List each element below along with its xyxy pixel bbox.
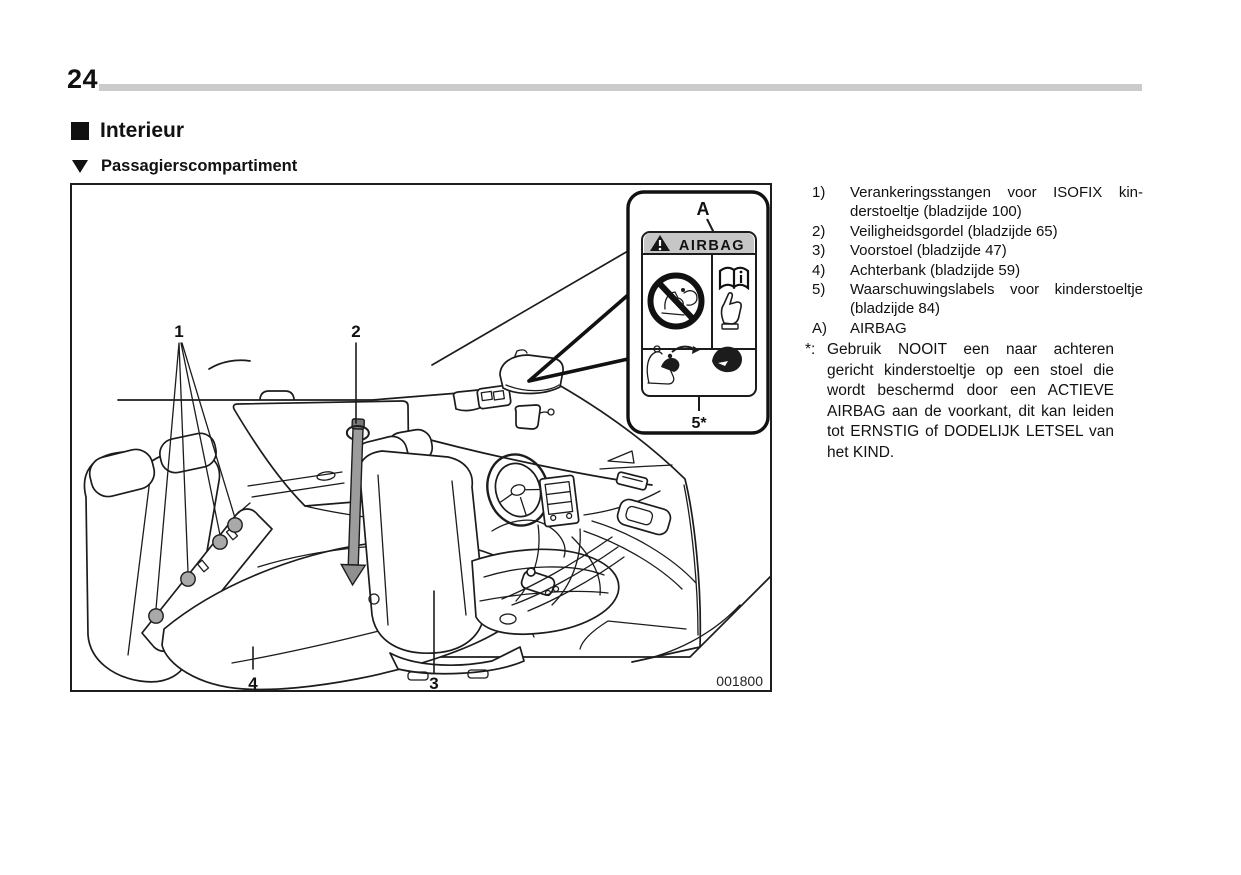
header-rule: [99, 84, 1142, 91]
rearview-mirror: [514, 404, 542, 430]
airbag-warning-label: AIRBAG: [641, 231, 757, 432]
footnote-marker: *:: [805, 341, 816, 359]
legend-item-number: 5): [812, 281, 826, 299]
legend-item-number: 1): [812, 184, 826, 201]
legend-item-text: AIRBAG: [850, 319, 907, 337]
page-number: 24: [67, 64, 99, 94]
section-heading: Interieur: [71, 119, 184, 143]
legend-item: 5) Waarschuwingslabels voor kinderstoelt…: [805, 280, 1145, 319]
mirror-tweeter: [607, 450, 635, 464]
legend-item-text: Verankeringsstangen voor ISOFIX kin­ders…: [850, 184, 1143, 221]
legend-item: 4) Achterbank (bladzijde 59): [805, 261, 1145, 280]
interior-diagram: A AIRBAG: [83, 190, 770, 690]
callout-4: 4: [248, 674, 258, 690]
legend: 1) Verankeringsstangen voor ISOFIX kin­d…: [805, 183, 1145, 463]
inset-warning-box: A AIRBAG: [626, 190, 770, 435]
legend-item-number: 4): [812, 261, 826, 279]
seatbelt: [340, 418, 370, 587]
callout-a: A: [697, 199, 710, 219]
isofix-anchors: [148, 342, 243, 624]
legend-item: 1) Verankeringsstangen voor ISOFIX kin­d…: [805, 183, 1145, 222]
gear-shifter: [526, 567, 536, 577]
callout-1: 1: [174, 322, 183, 341]
childseat-airbag-pictogram: [646, 345, 742, 385]
center-console: [515, 524, 581, 606]
belt-arrowhead: [340, 563, 367, 587]
subsection-heading: Passagierscompartiment: [72, 157, 297, 176]
legend-item: A) AIRBAG: [805, 319, 1145, 338]
section-title: Interieur: [100, 119, 185, 142]
subsection-title: Passagierscompartiment: [101, 157, 298, 175]
no-rearfacing-childseat-icon: [647, 272, 705, 330]
infotainment-screen: [538, 474, 580, 528]
legend-item-number: 3): [812, 242, 826, 260]
inset-pointer-arrow: [527, 293, 630, 383]
legend-item: 3) Voorstoel (bladzijde 47): [805, 241, 1145, 260]
callout-5: 5*: [691, 415, 707, 432]
triangle-bullet-icon: [72, 160, 88, 173]
legend-item: 2) Veiligheidsgordel (bladzijde 65): [805, 222, 1145, 241]
footnote-text: Gebruik NOOIT een naar achteren gericht …: [827, 341, 1114, 461]
callout-lines: [252, 342, 435, 674]
legend-item-text: Voorstoel (bladzijde 47): [850, 242, 1007, 260]
front-door-panel: [501, 450, 699, 650]
callout-3: 3: [429, 674, 438, 690]
footnote: *: Gebruik NOOIT een naar achteren geric…: [805, 340, 1145, 463]
figure-frame: A AIRBAG: [70, 183, 772, 692]
square-bullet-icon: [71, 122, 89, 140]
dash-vent: [615, 471, 649, 491]
airbag-label-title: AIRBAG: [679, 238, 745, 254]
legend-item-number: 2): [812, 222, 826, 240]
legend-item-number: A): [812, 319, 827, 337]
owners-manual-icon: [718, 266, 750, 291]
overhead-console: [476, 384, 512, 410]
figure-code: 001800: [716, 673, 763, 689]
callout-2: 2: [351, 322, 360, 341]
legend-item-text: Veiligheidsgordel (bladzijde 65): [850, 222, 1058, 240]
label-header-band: [644, 233, 754, 253]
pointing-hand-icon: [720, 291, 742, 330]
door-armrest: [616, 498, 672, 536]
headliner: [452, 349, 564, 430]
legend-item-text: Waarschuwingslabels voor kinderstoeltje …: [850, 281, 1143, 318]
legend-item-text: Achterbank (bladzijde 59): [850, 261, 1021, 279]
